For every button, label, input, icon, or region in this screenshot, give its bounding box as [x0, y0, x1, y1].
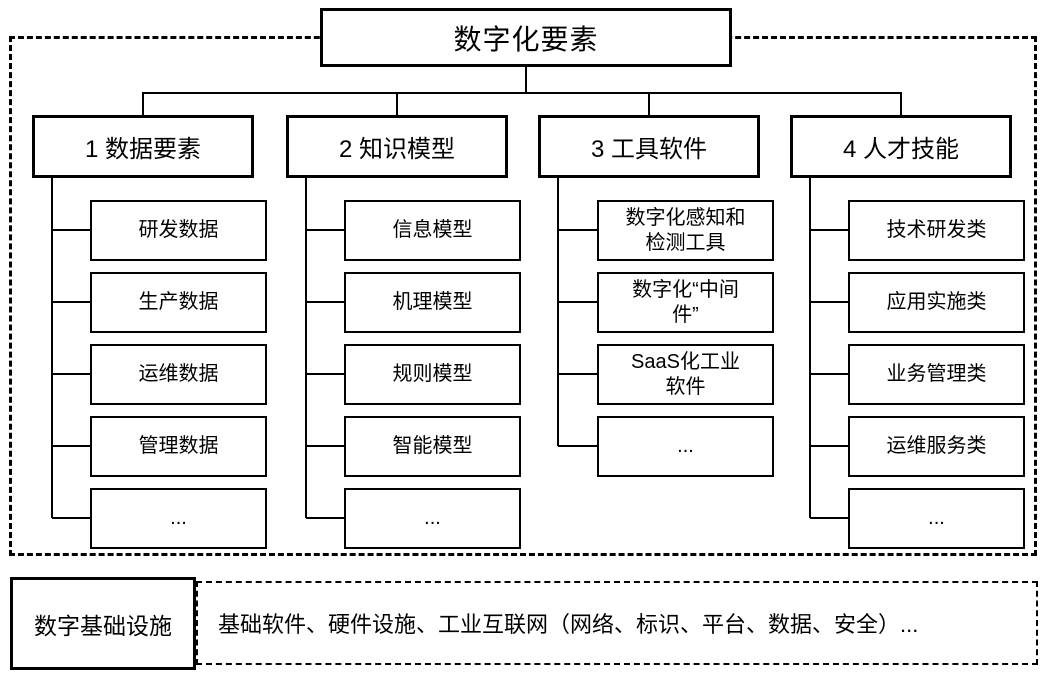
node-skills-ellipsis: ... [848, 488, 1025, 549]
root-node-digitalization-elements: 数字化要素 [320, 8, 732, 67]
node-business-mgmt-type: 业务管理类 [848, 344, 1025, 405]
node-information-model: 信息模型 [344, 200, 521, 261]
node-rule-model: 规则模型 [344, 344, 521, 405]
node-mechanism-model: 机理模型 [344, 272, 521, 333]
node-management-data: 管理数据 [90, 416, 267, 477]
node-app-implementation-type: 应用实施类 [848, 272, 1025, 333]
node-data-ellipsis: ... [90, 488, 267, 549]
node-sensing-testing-tools: 数字化感知和 检测工具 [597, 200, 774, 261]
header-knowledge-models: 2 知识模型 [286, 115, 508, 178]
header-data-elements: 1 数据要素 [32, 115, 254, 178]
header-tool-software: 3 工具软件 [538, 115, 760, 178]
node-software-ellipsis: ... [597, 416, 774, 477]
header-talent-skills: 4 人才技能 [790, 115, 1012, 178]
node-intelligent-model: 智能模型 [344, 416, 521, 477]
node-om-service-type: 运维服务类 [848, 416, 1025, 477]
node-om-data: 运维数据 [90, 344, 267, 405]
node-rd-data: 研发数据 [90, 200, 267, 261]
node-production-data: 生产数据 [90, 272, 267, 333]
node-saas-industrial-software: SaaS化工业 软件 [597, 344, 774, 405]
node-model-ellipsis: ... [344, 488, 521, 549]
infrastructure-label-box: 数字基础设施 [10, 577, 196, 670]
infrastructure-description-box: 基础软件、硬件设施、工业互联网（网络、标识、平台、数据、安全）... [196, 581, 1038, 665]
node-digital-middleware: 数字化“中间 件” [597, 272, 774, 333]
node-tech-rd-type: 技术研发类 [848, 200, 1025, 261]
